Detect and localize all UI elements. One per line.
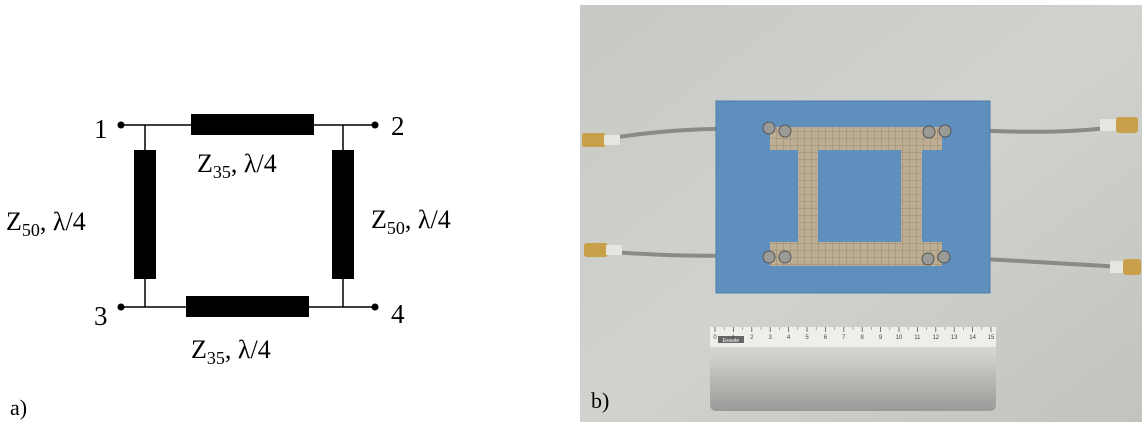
- ruler-tick-label: 7: [842, 335, 846, 341]
- branch-line-coupler-schematic: 1 2 3 4 Z35, λ/4 Z35, λ/4 Z50, λ/4 Z50, …: [6, 111, 451, 368]
- ruler-tick-label: 4: [787, 335, 791, 341]
- textile-coupler: [770, 127, 942, 266]
- port-3-dot: [117, 303, 125, 311]
- right-transmission-line: [332, 150, 354, 279]
- ruler-tick-label: 2: [750, 335, 754, 341]
- ruler-tick-label: 10: [896, 335, 903, 341]
- bottom-transmission-line: [186, 296, 309, 317]
- port-3-label: 3: [94, 301, 108, 331]
- top-transmission-line: [191, 114, 314, 135]
- bottom-line-label: Z35, λ/4: [191, 335, 271, 368]
- port-1-dot: [117, 121, 125, 129]
- panel-b-label: b): [591, 388, 610, 413]
- ruler-tick-label: 6: [824, 335, 828, 341]
- panel-a-label: a): [10, 395, 28, 420]
- ruler-tick-label: 5: [805, 335, 809, 341]
- port-4-label: 4: [391, 299, 405, 329]
- ruler-tick-label: 8: [861, 335, 865, 341]
- ruler-tick-label: 13: [951, 335, 958, 341]
- port-1-label: 1: [94, 114, 108, 144]
- left-line-label: Z50, λ/4: [6, 207, 86, 240]
- ruler-tick-label: 15: [988, 335, 995, 341]
- ruler-brand: Esselte: [723, 338, 740, 344]
- ruler-tick-label: 0: [713, 335, 717, 341]
- ruler-tick-label: 3: [769, 335, 773, 341]
- port-2-dot: [371, 121, 379, 129]
- port-2-label: 2: [391, 111, 405, 141]
- snap-buttons: [762, 121, 952, 266]
- ruler-tick-label: 12: [932, 335, 939, 341]
- top-line-label: Z35, λ/4: [197, 149, 277, 182]
- port-4-dot: [371, 303, 379, 311]
- ruler-tick-label: 14: [969, 335, 976, 341]
- ruler-tick-label: 1: [732, 335, 736, 341]
- ruler-tick-label: 11: [914, 335, 921, 341]
- sma-connectors: [582, 117, 1141, 275]
- ruler-tick-label: 9: [879, 335, 883, 341]
- left-transmission-line: [134, 150, 156, 279]
- right-line-label: Z50, λ/4: [371, 205, 451, 238]
